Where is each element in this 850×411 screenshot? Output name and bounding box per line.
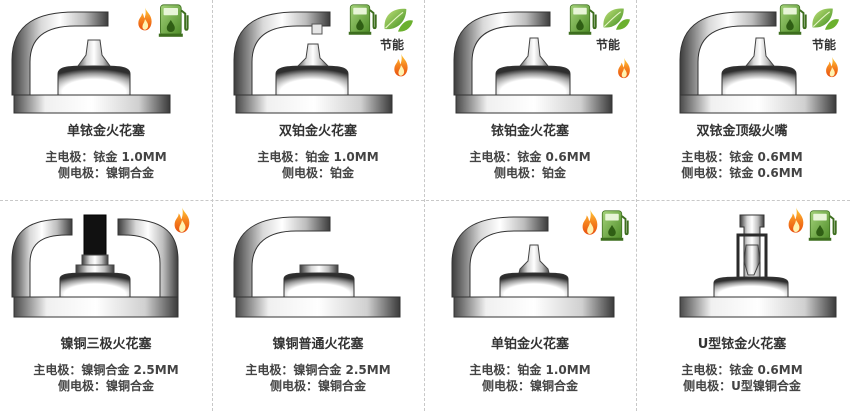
product-title: U型铱金火花塞 [697, 337, 787, 352]
fuel-pump-icon [158, 3, 189, 38]
main-electrode-spec: 主电极：铱金 0.6MM [681, 150, 803, 164]
spark-plug-illustration [233, 3, 414, 114]
spark-plug-illustration [451, 209, 629, 318]
flame-icon [582, 209, 598, 235]
divider [212, 0, 213, 411]
spark-plug-illustration [233, 216, 401, 318]
product-title: 双铂金火花塞 [278, 124, 357, 139]
side-electrode-spec: 侧电极：镍铜合金 [57, 166, 154, 180]
energy-saving-badge: 节能 [812, 38, 837, 52]
product-title: 铱铂金火花塞 [490, 124, 569, 139]
main-electrode-spec: 主电极：铱金 1.0MM [45, 150, 167, 164]
main-electrode-spec: 主电极：铱金 0.6MM [681, 363, 803, 377]
product-title: 镍铜普通火花塞 [272, 337, 364, 352]
main-electrode-spec: 主电极：铂金 1.0MM [469, 363, 591, 377]
side-electrode-spec: 侧电极：镍铜合金 [269, 379, 366, 393]
side-electrode-spec: 侧电极：镍铜合金 [57, 379, 154, 393]
fuel-pump-icon [600, 209, 629, 242]
product-card-double-iridium[interactable]: 节能 双铱金顶级火嘴 主电极：铱金 0.6MM 侧电极：铱金 0.6MM [636, 0, 848, 205]
flame-icon [788, 207, 804, 233]
product-title: 单铂金火花塞 [490, 337, 569, 352]
spark-plug-illustration [679, 3, 840, 114]
main-electrode-spec: 主电极：镍铜合金 2.5MM [245, 363, 391, 377]
flame-icon [394, 53, 408, 77]
spark-plug-illustration [453, 3, 631, 114]
product-title: 单铱金火花塞 [66, 124, 145, 139]
flame-icon [826, 56, 838, 78]
fuel-pump-icon [808, 209, 837, 242]
spark-plug-illustration [679, 207, 837, 318]
product-card-single-iridium[interactable]: 单铱金火花塞 主电极：铱金 1.0MM 侧电极：镍铜合金 [0, 0, 212, 205]
product-title: 双铱金顶级火嘴 [696, 124, 788, 139]
spark-plug-illustration [11, 3, 189, 114]
side-electrode-spec: 侧电极：铂金 [281, 166, 354, 180]
product-title: 镍铜三极火花塞 [60, 337, 152, 352]
leaf-icon [811, 7, 840, 31]
flame-icon [618, 57, 630, 79]
product-card-nickel-three-pole[interactable]: 镍铜三极火花塞 主电极：镍铜合金 2.5MM 侧电极：镍铜合金 [0, 205, 212, 410]
flame-icon [174, 207, 190, 233]
leaf-icon [602, 7, 631, 31]
product-card-nickel-standard[interactable]: 镍铜普通火花塞 主电极：镍铜合金 2.5MM 侧电极：镍铜合金 [212, 205, 424, 410]
main-electrode-spec: 主电极：铂金 1.0MM [257, 150, 379, 164]
divider [424, 0, 425, 411]
leaf-icon [383, 8, 414, 33]
product-card-u-type-iridium[interactable]: U型铱金火花塞 主电极：铱金 0.6MM 侧电极：U型镍铜合金 [636, 205, 848, 410]
product-card-double-platinum[interactable]: 节能 双铂金火花塞 主电极：铂金 1.0MM 侧电极：铂金 [212, 0, 424, 205]
energy-saving-badge: 节能 [596, 38, 621, 52]
side-electrode-spec: 侧电极：镍铜合金 [481, 379, 578, 393]
energy-saving-badge: 节能 [380, 38, 405, 52]
side-electrode-spec: 侧电极：铂金 [493, 166, 566, 180]
side-electrode-spec: 侧电极：U型镍铜合金 [683, 379, 801, 393]
fuel-pump-icon [568, 3, 597, 36]
fuel-pump-icon [348, 3, 377, 36]
flame-icon [138, 7, 152, 31]
product-card-single-platinum[interactable]: 单铂金火花塞 主电极：铂金 1.0MM 侧电极：镍铜合金 [424, 205, 636, 410]
main-electrode-spec: 主电极：铱金 0.6MM [469, 150, 591, 164]
product-card-iridium-platinum[interactable]: 节能 铱铂金火花塞 主电极：铱金 0.6MM 侧电极：铂金 [424, 0, 636, 205]
divider [0, 200, 850, 201]
spark-plug-illustration [11, 207, 190, 318]
fuel-pump-icon [778, 3, 807, 36]
divider [636, 0, 637, 411]
main-electrode-spec: 主电极：镍铜合金 2.5MM [33, 363, 179, 377]
side-electrode-spec: 侧电极：铱金 0.6MM [681, 166, 803, 180]
